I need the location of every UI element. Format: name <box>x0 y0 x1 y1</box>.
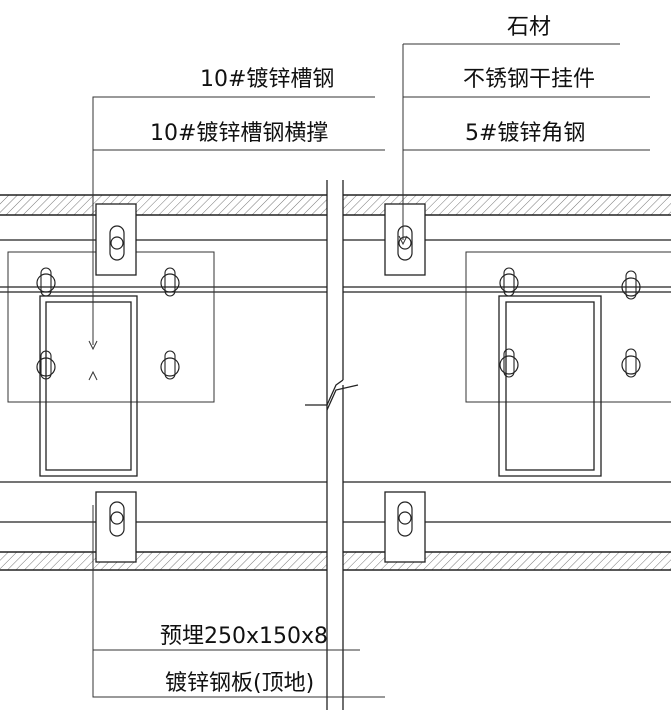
anchor-bolt <box>36 350 56 380</box>
label-angle-steel: 5#镀锌角钢 <box>465 121 585 146</box>
embedded-plate <box>465 251 671 403</box>
label-embedded-plate-desc: 镀锌钢板(顶地) <box>165 671 314 696</box>
anchor-bolt <box>621 348 641 378</box>
anchor-bolt <box>621 270 641 300</box>
anchor-bolt <box>499 348 519 378</box>
stone-bracket-top <box>95 203 137 276</box>
label-stainless-hanger: 不锈钢干挂件 <box>463 67 595 92</box>
break-line <box>305 180 359 710</box>
right-section <box>343 194 671 571</box>
label-embedded-plate-size: 预埋250x150x8 <box>160 624 328 649</box>
anchor-bolt <box>499 267 519 297</box>
channel-steel-box <box>39 295 138 477</box>
leader-lines <box>88 43 650 698</box>
label-channel-steel: 10#镀锌槽钢 <box>200 67 334 92</box>
anchor-bolt <box>36 267 56 297</box>
channel-steel-box <box>498 295 602 477</box>
stone-bracket-bottom <box>384 491 426 563</box>
bottom-stone-slab <box>0 552 327 570</box>
top-stone-slab <box>0 195 327 215</box>
label-stone: 石材 <box>507 15 551 40</box>
anchor-bolt <box>160 267 180 297</box>
anchor-bolt <box>160 350 180 380</box>
label-channel-brace: 10#镀锌槽钢横撑 <box>150 121 328 146</box>
left-section <box>0 194 327 571</box>
stone-bracket-bottom <box>95 491 137 563</box>
